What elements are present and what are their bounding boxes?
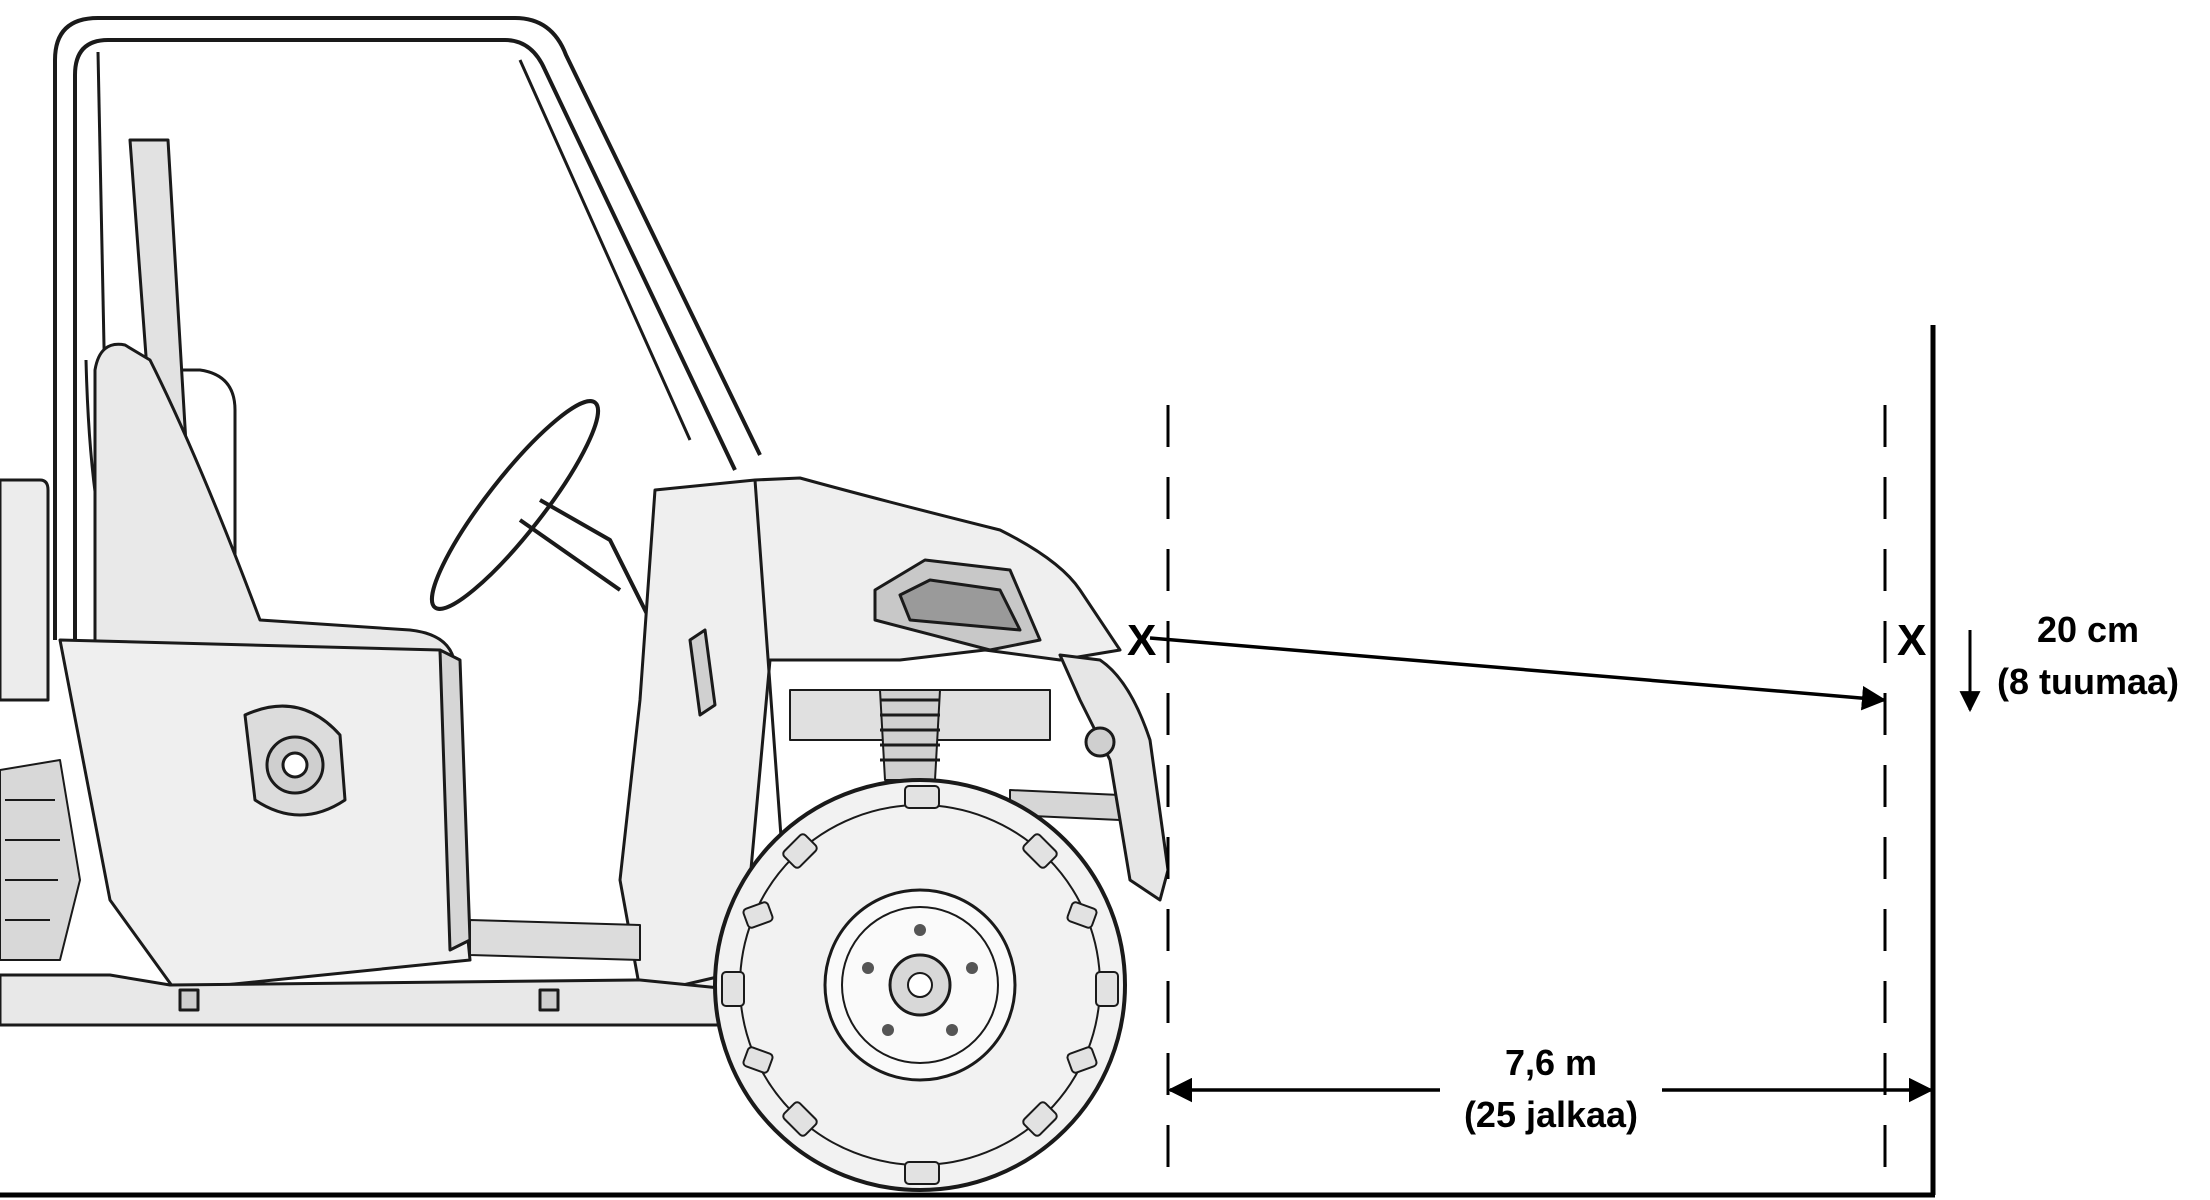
distance-imperial-label: (25 jalkaa) bbox=[1464, 1094, 1638, 1135]
headlight-mark: X bbox=[1127, 616, 1156, 665]
cargo-box bbox=[0, 478, 50, 702]
body-panel bbox=[58, 638, 472, 992]
aim-beam-arrow bbox=[1149, 636, 1887, 711]
front-bumper bbox=[1058, 653, 1170, 902]
floor-frame bbox=[0, 973, 742, 1027]
utility-vehicle-illustration bbox=[0, 16, 1170, 1192]
wall-mark: X bbox=[1897, 616, 1926, 665]
front-tire bbox=[713, 778, 1127, 1192]
drop-imperial-label: (8 tuumaa) bbox=[1997, 661, 2179, 702]
distance-metric-label: 7,6 m bbox=[1505, 1042, 1597, 1083]
drop-metric-label: 20 cm bbox=[2037, 609, 2139, 650]
steering-wheel bbox=[429, 399, 652, 621]
